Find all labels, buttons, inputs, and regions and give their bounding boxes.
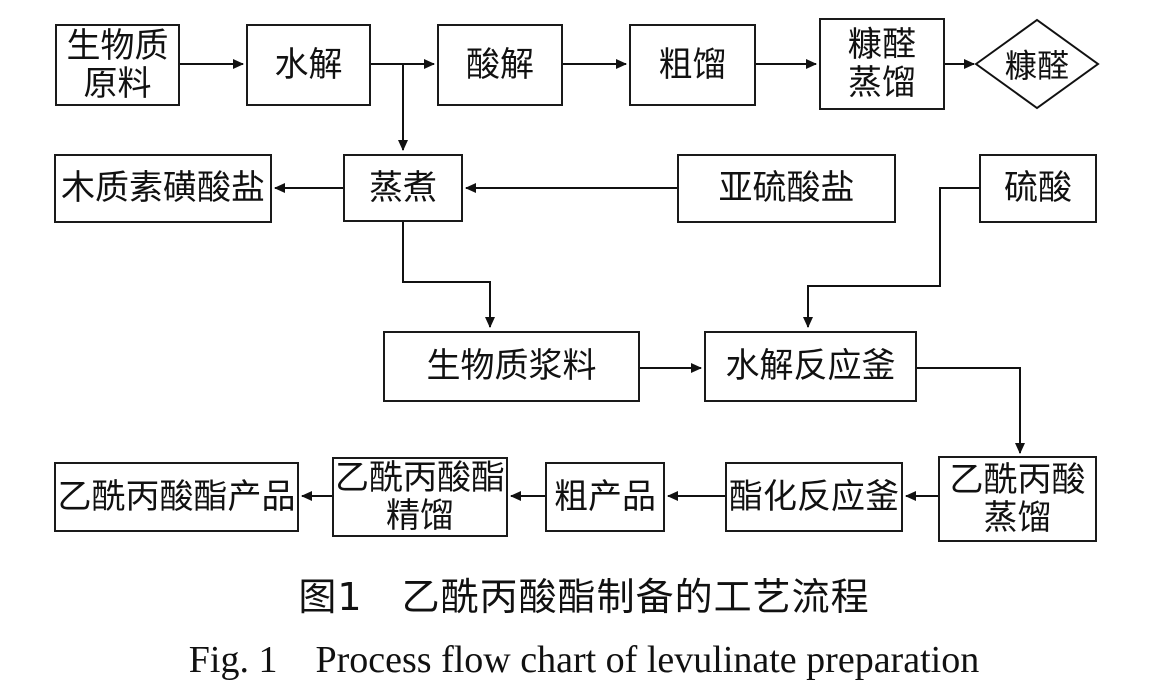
node-cooking: 蒸煮 xyxy=(343,154,463,222)
furfural-product-diamond xyxy=(974,18,1100,110)
node-levulinic-acid-distillation: 乙酰丙酸 蒸馏 xyxy=(938,456,1097,542)
node-biomass-raw-material: 生物质 原料 xyxy=(55,24,180,106)
arrow-cooking-to-slurry xyxy=(402,222,495,328)
node-sulfuric-acid: 硫酸 xyxy=(979,154,1097,223)
node-hydrolysis-reactor: 水解反应釜 xyxy=(704,331,917,402)
node-lignosulfonate: 木质素磺酸盐 xyxy=(54,154,272,223)
node-esterification-reactor: 酯化反应釜 xyxy=(725,462,903,532)
node-crude-distillation: 粗馏 xyxy=(629,24,756,106)
node-hydrolysis: 水解 xyxy=(246,24,371,106)
figure-caption-english: Fig. 1 Process flow chart of levulinate … xyxy=(188,639,980,681)
node-acid-hydrolysis: 酸解 xyxy=(437,24,563,106)
node-furfural-product: 糠醛 xyxy=(1004,47,1069,85)
arrow-reactor-to-levulinic-distill xyxy=(917,367,1025,454)
node-ester-refining: 乙酰丙酸酯 精馏 xyxy=(332,457,508,537)
node-crude-product: 粗产品 xyxy=(545,462,665,532)
node-ester-product: 乙酰丙酸酯产品 xyxy=(54,462,299,532)
node-biomass-slurry: 生物质浆料 xyxy=(383,331,640,402)
node-sulfite: 亚硫酸盐 xyxy=(677,154,896,223)
arrow-sulfuric-to-reactor xyxy=(803,187,979,328)
figure-caption-chinese: 图1 乙酰丙酸酯制备的工艺流程 xyxy=(298,575,870,619)
node-furfural-distillation: 糠醛 蒸馏 xyxy=(819,18,945,110)
